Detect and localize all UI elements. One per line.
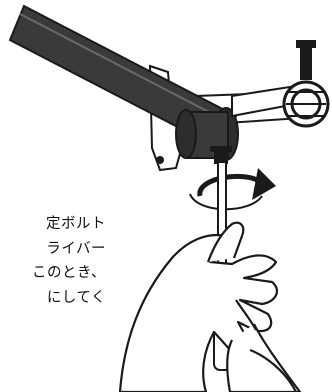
rotation-arrow-icon [189, 168, 276, 211]
instruction-text: 定ボルト ライバー このとき、 にしてく [0, 212, 110, 310]
curtain-rod-icon [8, 4, 239, 161]
screw-icon [210, 146, 232, 164]
rod-ring-icon [231, 40, 330, 128]
instruction-line: ライバー [46, 240, 106, 257]
instruction-line: 定ボルト [46, 216, 106, 232]
instruction-line: にしてく [46, 289, 106, 306]
instruction-line: このとき、 [32, 265, 106, 281]
hands-icon [118, 221, 302, 392]
